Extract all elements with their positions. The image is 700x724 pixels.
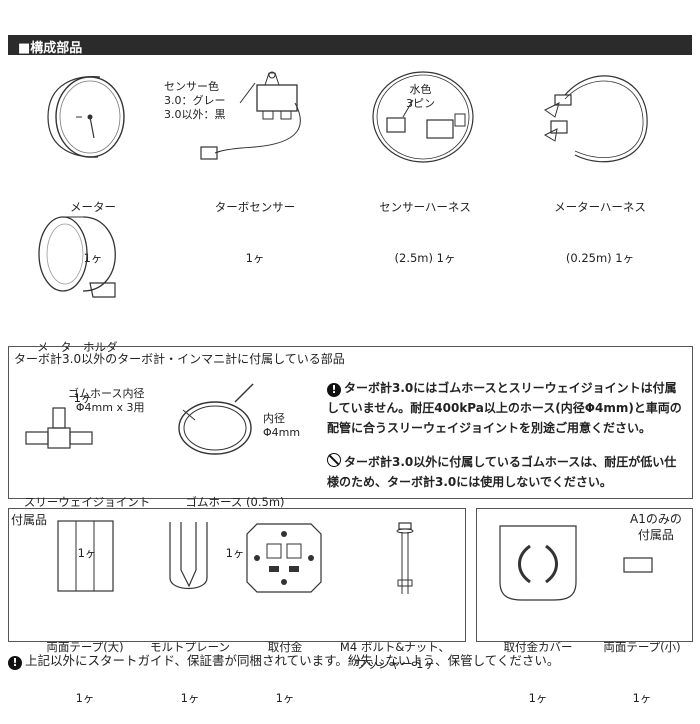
prohibition-icon (327, 453, 341, 467)
a1-item-name: 両面テープ(小) (603, 640, 681, 654)
sensor-qty: 1ヶ (245, 251, 265, 265)
double-sided-tape-large-illustration (57, 520, 114, 592)
joint-name: スリーウェイジョイント (23, 495, 151, 509)
footer-note: !上記以外にスタートガイド、保証書が同梱されています。紛失しないよう、保管してく… (8, 650, 559, 670)
accessory-qty: 1ヶ (180, 691, 200, 705)
turbo-section-title: ターボ計3.0以外のターボ計・インマニ計に付属している部品 (14, 352, 345, 366)
meter-harness-name: メーターハーネス (554, 200, 646, 214)
section-header-title: ■構成部品 (18, 41, 83, 56)
double-sided-tape-small-illustration (623, 557, 653, 573)
meter-name: メーター (70, 200, 116, 214)
accessories-box (8, 508, 466, 642)
turbo-prohibition-text: ターボ計3.0以外に付属しているゴムホースは、耐圧が低い仕様のため、ターボ計3.… (327, 455, 677, 489)
sensor-harness-label: センサーハーネス (2.5m) 1ヶ (355, 165, 495, 284)
meter-harness-label: メーターハーネス (0.25m) 1ヶ (535, 165, 665, 284)
turbo-prohibition-note: ターボ計3.0以外に付属しているゴムホースは、耐圧が低い仕様のため、ターボ計3.… (327, 452, 687, 492)
hose-label: ゴムホース (0.5m) 1ヶ (170, 460, 300, 579)
bracket-cover-illustration (499, 525, 577, 601)
meter-label: メーター 1ヶ (48, 165, 138, 284)
joint-label: スリーウェイジョイント 1ヶ (22, 460, 152, 579)
moltoprene-illustration (169, 522, 208, 589)
meter-harness-qty: (0.25m) 1ヶ (565, 251, 635, 265)
three-way-joint-illustration (25, 407, 93, 449)
a1-item-qty: 1ヶ (632, 691, 652, 705)
sensor-harness-name: センサーハーネス (379, 200, 471, 214)
turbo-warning-text: ターボ計3.0にはゴムホースとスリーウェイジョイントは付属していません。耐圧40… (327, 381, 682, 435)
sensor-name: ターボセンサー (214, 200, 296, 214)
meter-illustration (47, 76, 125, 158)
a1-item-name: 取付金カバー (503, 640, 573, 654)
turbo-warning-note: !ターボ計3.0にはゴムホースとスリーウェイジョイントは付属していません。耐圧4… (327, 378, 687, 438)
meter-harness-illustration (543, 75, 648, 163)
holder-qty: 1ヶ (73, 391, 93, 405)
sensor-harness-illustration (372, 71, 474, 163)
accessory-qty: 1ヶ (75, 691, 95, 705)
a1-item-qty: 1ヶ (528, 691, 548, 705)
section-header-bar: ■構成部品 (8, 35, 692, 56)
joint-qty: 1ヶ (77, 546, 97, 560)
sensor-color-callout: センサー色 3.0：グレー 3.0以外：黒 (164, 80, 226, 121)
accessory-name: 両面テープ(大) (46, 640, 124, 654)
exclamation-icon: ! (327, 383, 341, 397)
holder-name: メーターホルダー (37, 340, 129, 354)
m4-bolt-illustration (396, 522, 414, 594)
meter-qty: 1ヶ (83, 251, 103, 265)
holder-label: メーターホルダー 1ヶ (28, 305, 138, 424)
exclamation-icon: ! (8, 656, 22, 670)
accessory-qty: 1ヶ (275, 691, 295, 705)
hose-callout: 内径 Φ4mm (263, 412, 301, 439)
turbo-parts-box (8, 346, 693, 499)
rubber-hose-illustration (178, 383, 254, 455)
accessory-name: M4 ボルト&ナット、 ワッシャー 1ヶ (339, 640, 451, 671)
hose-name: ゴムホース (0.5m) (185, 495, 285, 509)
a1-title: A1のみの 付属品 (630, 512, 682, 542)
footer-text: 上記以外にスタートガイド、保証書が同梱されています。紛失しないよう、保管してくだ… (25, 653, 560, 668)
sensor-harness-qty: (2.5m) 1ヶ (394, 251, 456, 265)
accessory-item-4: M4 ボルト&ナット、 ワッシャー 1ヶ (330, 605, 460, 690)
accessory-name: 取付金 (267, 640, 303, 654)
accessories-title: 付属品 (11, 513, 48, 527)
hose-qty: 1ヶ (225, 546, 245, 560)
turbo-sensor-illustration (200, 71, 301, 160)
joint-callout: ゴムホース内径 Φ4mm x 3用 (68, 387, 145, 414)
accessory-name: モルトプレーン (150, 640, 230, 654)
a1-item-2: 両面テープ(小) 1ヶ (592, 605, 692, 724)
a1-accessories-box (476, 508, 693, 642)
sensor-label: ターボセンサー 1ヶ (195, 165, 315, 284)
mounting-bracket-illustration (246, 523, 322, 593)
meter-holder-illustration (38, 216, 116, 298)
